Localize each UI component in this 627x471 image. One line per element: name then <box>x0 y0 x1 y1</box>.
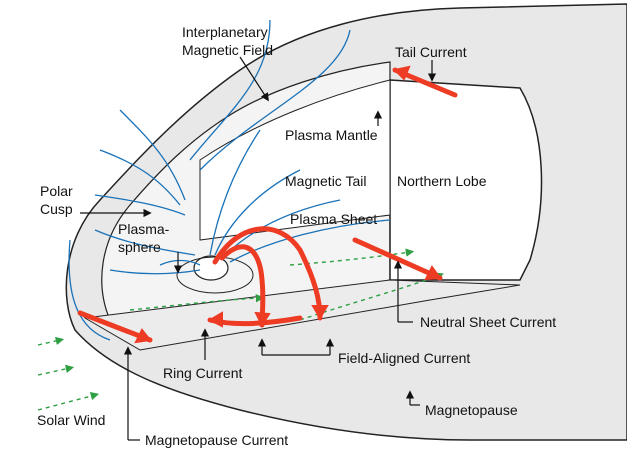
magnetopause-current-label: Magnetopause Current <box>145 432 288 448</box>
ring-current-label: Ring Current <box>163 365 242 381</box>
tail-cutaway-back <box>199 79 391 241</box>
plasma-sheet-plane <box>83 279 521 351</box>
field-aligned-current-label: Field-Aligned Current <box>338 350 470 366</box>
neutral-sheet-current-label: Neutral Sheet Current <box>420 314 556 330</box>
plasma-sheet-label: Plasma Sheet <box>290 211 377 227</box>
imf-label-line1: Interplanetary <box>182 24 268 40</box>
solar-wind-label: Solar Wind <box>37 412 105 428</box>
neutral-sheet-current-arrow <box>352 237 443 281</box>
tail-cutaway <box>389 79 543 281</box>
plasmasphere <box>176 256 254 294</box>
magnetic-tail-label: Magnetic Tail <box>285 173 366 189</box>
plasmasphere-label-line2: sphere <box>118 239 161 255</box>
magnetopause-label: Magnetopause <box>425 402 518 418</box>
field-aligned-current-arrow-1 <box>212 226 323 321</box>
imf-label-line2: Magnetic Field <box>182 42 273 58</box>
northern-lobe-label: Northern Lobe <box>397 173 487 189</box>
current-arrows <box>77 65 458 344</box>
plasmasphere-label-line1: Plasma- <box>118 221 170 237</box>
polar-cusp-label-line2: Cusp <box>40 201 73 217</box>
earth <box>193 255 229 281</box>
tail-current-label: Tail Current <box>395 44 467 60</box>
plasma-mantle-label: Plasma Mantle <box>285 127 378 143</box>
leader-lines <box>80 56 437 440</box>
solar-wind-arrows <box>37 248 444 411</box>
polar-cusp-label-line1: Polar <box>40 183 73 199</box>
